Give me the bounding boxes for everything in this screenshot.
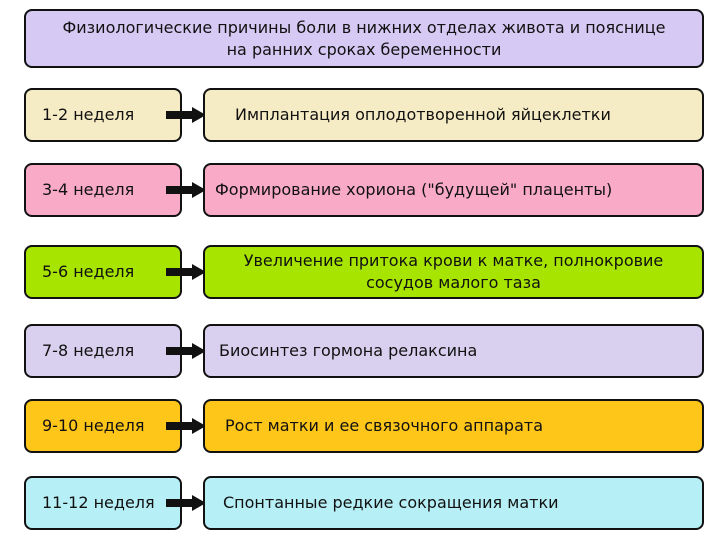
desc-box-contractions: Спонтанные редкие сокращения матки: [203, 476, 704, 530]
week-label: 3-4 неделя: [42, 180, 135, 199]
desc-box-implantation: Имплантация оплодотворенной яйцеклетки: [203, 88, 704, 142]
desc-box-blood-flow: Увеличение притока крови к матке, полнок…: [203, 245, 704, 299]
desc-box-relaxin: Биосинтез гормона релаксина: [203, 324, 704, 378]
week-box-5-6: 5-6 неделя: [24, 245, 182, 299]
arrow-icon: [166, 343, 206, 359]
title-line-1: Физиологические причины боли в нижних от…: [62, 18, 666, 37]
title-line-2: на ранних сроках беременности: [226, 40, 502, 59]
week-box-9-10: 9-10 неделя: [24, 399, 182, 453]
desc-label: Биосинтез гормона релаксина: [219, 341, 478, 360]
arrow-icon: [166, 495, 206, 511]
desc-label-line-2: сосудов малого таза: [366, 273, 541, 292]
desc-label-line-1: Увеличение притока крови к матке, полнок…: [243, 251, 664, 270]
arrow-icon: [166, 264, 206, 280]
desc-label: Спонтанные редкие сокращения матки: [223, 493, 559, 512]
desc-label: Рост матки и ее связочного аппарата: [225, 416, 543, 435]
desc-box-uterus-growth: Рост матки и ее связочного аппарата: [203, 399, 704, 453]
week-label: 1-2 неделя: [42, 105, 135, 124]
week-box-3-4: 3-4 неделя: [24, 163, 182, 217]
week-label: 11-12 неделя: [42, 493, 155, 512]
week-box-11-12: 11-12 неделя: [24, 476, 182, 530]
desc-label: Имплантация оплодотворенной яйцеклетки: [235, 105, 611, 124]
desc-box-chorion: Формирование хориона ("будущей" плаценты…: [203, 163, 704, 217]
week-label: 7-8 неделя: [42, 341, 135, 360]
arrow-icon: [166, 182, 206, 198]
week-box-7-8: 7-8 неделя: [24, 324, 182, 378]
week-box-1-2: 1-2 неделя: [24, 88, 182, 142]
desc-label: Формирование хориона ("будущей" плаценты…: [215, 180, 613, 199]
arrow-icon: [166, 418, 206, 434]
week-label: 5-6 неделя: [42, 262, 135, 281]
week-label: 9-10 неделя: [42, 416, 145, 435]
arrow-icon: [166, 107, 206, 123]
diagram-title: Физиологические причины боли в нижних от…: [24, 9, 704, 68]
